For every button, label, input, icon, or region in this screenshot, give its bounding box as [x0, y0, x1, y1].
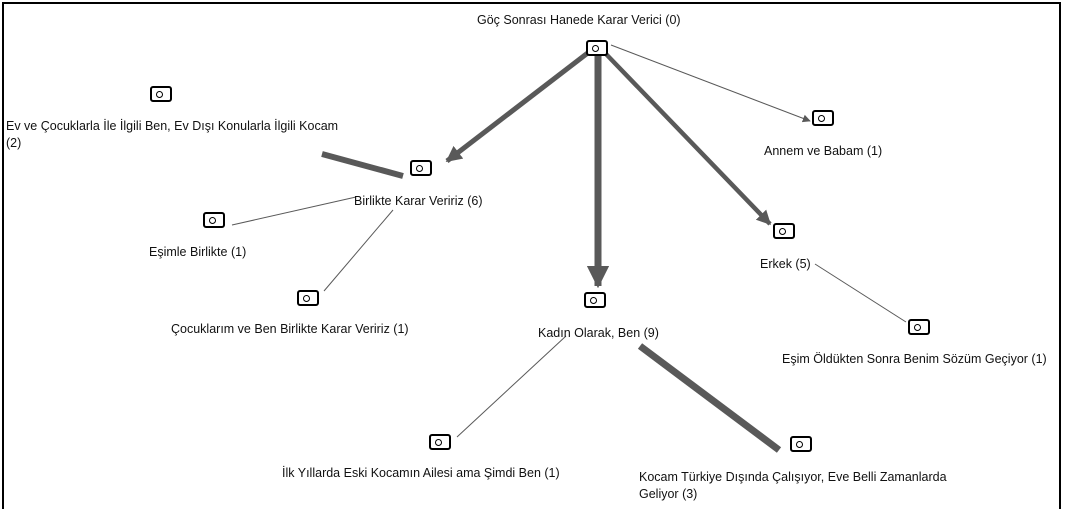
esim-oldukten-node-label: Eşim Öldükten Sonra Benim Sözüm Geçiyor … — [782, 352, 1047, 366]
edge-kadin-kocam — [637, 343, 782, 453]
esimle-node-label: Eşimle Birlikte (1) — [149, 245, 247, 259]
cocuklarim-node-icon[interactable] — [297, 290, 319, 306]
erkek-node-label: Erkek (5) — [760, 257, 811, 271]
annem-node-icon[interactable] — [812, 110, 834, 126]
esim-oldukten-node-icon[interactable] — [908, 319, 930, 335]
birlikte-node-icon[interactable] — [410, 160, 432, 176]
esimle-node-icon[interactable] — [203, 212, 225, 228]
edge-root-annem — [610, 44, 811, 123]
root-node-label: Göç Sonrası Hanede Karar Verici (0) — [477, 13, 681, 27]
ev-cocuk-node-icon[interactable] — [150, 86, 172, 102]
birlikte-node-label: Birlikte Karar Veririz (6) — [354, 194, 483, 208]
kocam-turkiye-node-icon[interactable] — [790, 436, 812, 452]
edge-birlikte-esimle — [231, 196, 357, 226]
kadin-node-label: Kadın Olarak, Ben (9) — [538, 326, 659, 340]
ilk-yillarda-node-icon[interactable] — [429, 434, 451, 450]
kocam-turkiye-node-label: Kocam Türkiye Dışında Çalışıyor, Eve Bel… — [639, 470, 947, 501]
edge-kadin-ilk — [456, 335, 567, 438]
edge-erkek-esim — [814, 263, 907, 323]
edge-birlikte-cocuklarim — [323, 209, 394, 292]
annem-node-label: Annem ve Babam (1) — [764, 144, 883, 158]
ev-cocuk-node-label: Ev ve Çocuklarla İle İlgili Ben, Ev Dışı… — [6, 119, 339, 150]
kadin-node-icon[interactable] — [584, 292, 606, 308]
cocuklarim-node-label: Çocuklarım ve Ben Birlikte Karar Veririz… — [171, 322, 409, 336]
edge-root-erkek — [604, 52, 772, 226]
edge-birlikte-ev-cocuk — [321, 151, 404, 179]
edge-root-birlikte — [445, 50, 591, 163]
erkek-node-icon[interactable] — [773, 223, 795, 239]
ilk-yillarda-node-label: İlk Yıllarda Eski Kocamın Ailesi ama Şim… — [282, 466, 560, 480]
root-node-icon[interactable] — [586, 40, 608, 56]
